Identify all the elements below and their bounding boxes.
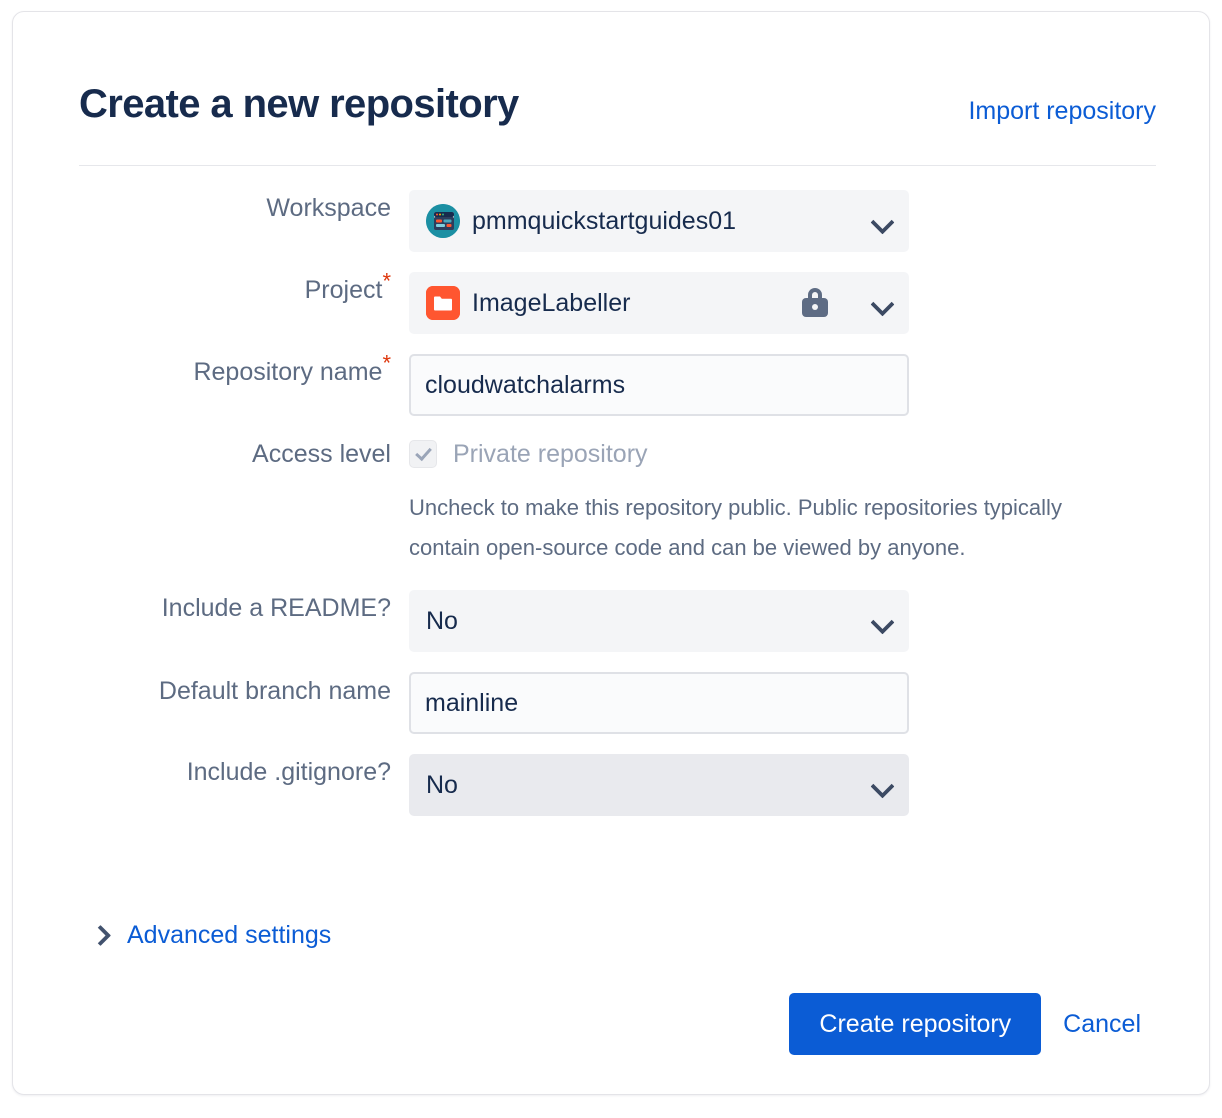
workspace-label: Workspace [266,194,391,222]
default-branch-name-label: Default branch name [158,677,391,705]
create-repository-button[interactable]: Create repository [789,993,1042,1055]
card-header: Create a new repository Import repositor… [79,70,1156,166]
private-repository-checkbox-row[interactable]: Private repository [409,436,1156,472]
repository-name-field [409,354,1156,416]
include-gitignore-label: Include .gitignore? [186,758,391,786]
include-readme-field: No [409,590,1156,652]
project-field: ImageLabeller [409,272,1156,334]
cancel-button[interactable]: Cancel [1063,1009,1141,1038]
form-row-default-branch-name: Default branch name [79,672,1156,734]
access-level-help-text: Uncheck to make this repository public. … [409,495,1062,560]
repository-form: Workspace [79,190,1156,816]
workspace-value: pmmquickstartguides01 [472,207,737,235]
include-gitignore-field: No [409,754,1156,816]
private-repository-checkbox[interactable] [409,440,437,468]
default-branch-name-input[interactable] [409,672,909,734]
repository-name-input[interactable] [409,354,909,416]
project-select[interactable]: ImageLabeller [409,272,909,334]
advanced-settings-toggle[interactable]: Advanced settings [91,920,331,950]
form-row-access-level: Access level Private repository Uncheck … [79,436,1156,568]
include-readme-value: No [426,607,458,635]
include-gitignore-value: No [426,771,458,799]
chevron-down-icon [872,210,894,232]
form-row-repository-name: Repository name* [79,350,1156,416]
project-value: ImageLabeller [472,289,631,317]
page-title: Create a new repository [79,82,519,126]
form-row-include-readme: Include a README? No [79,590,1156,652]
project-required-marker: * [382,268,391,294]
access-level-label: Access level [252,440,391,468]
import-repository-link[interactable]: Import repository [968,97,1156,125]
lock-icon [802,288,828,318]
include-readme-label: Include a README? [161,594,391,622]
workspace-field: pmmquickstartguides01 [409,190,1156,252]
project-label: Project* [79,268,409,308]
form-row-workspace: Workspace [79,190,1156,252]
chevron-down-icon [872,610,894,632]
include-gitignore-select[interactable]: No [409,754,909,816]
form-actions: Create repository Cancel [789,993,1141,1055]
project-label-text: Project [304,276,383,304]
repository-name-label-text: Repository name [193,358,383,386]
workspace-avatar-icon [426,204,460,238]
workspace-select[interactable]: pmmquickstartguides01 [409,190,909,252]
default-branch-name-field [409,672,1156,734]
create-repository-card: Create a new repository Import repositor… [12,11,1210,1095]
access-level-field: Private repository Uncheck to make this … [409,436,1156,568]
repository-name-required-marker: * [382,350,391,376]
chevron-down-icon [872,292,894,314]
advanced-settings-label: Advanced settings [127,921,332,949]
repository-name-label: Repository name* [79,350,409,390]
include-readme-select[interactable]: No [409,590,909,652]
form-row-project: Project* ImageLabeller [79,268,1156,334]
chevron-right-icon [91,924,111,946]
chevron-down-icon [872,774,894,796]
form-row-include-gitignore: Include .gitignore? No [79,754,1156,816]
private-repository-label: Private repository [453,440,648,468]
project-folder-icon [426,286,460,320]
